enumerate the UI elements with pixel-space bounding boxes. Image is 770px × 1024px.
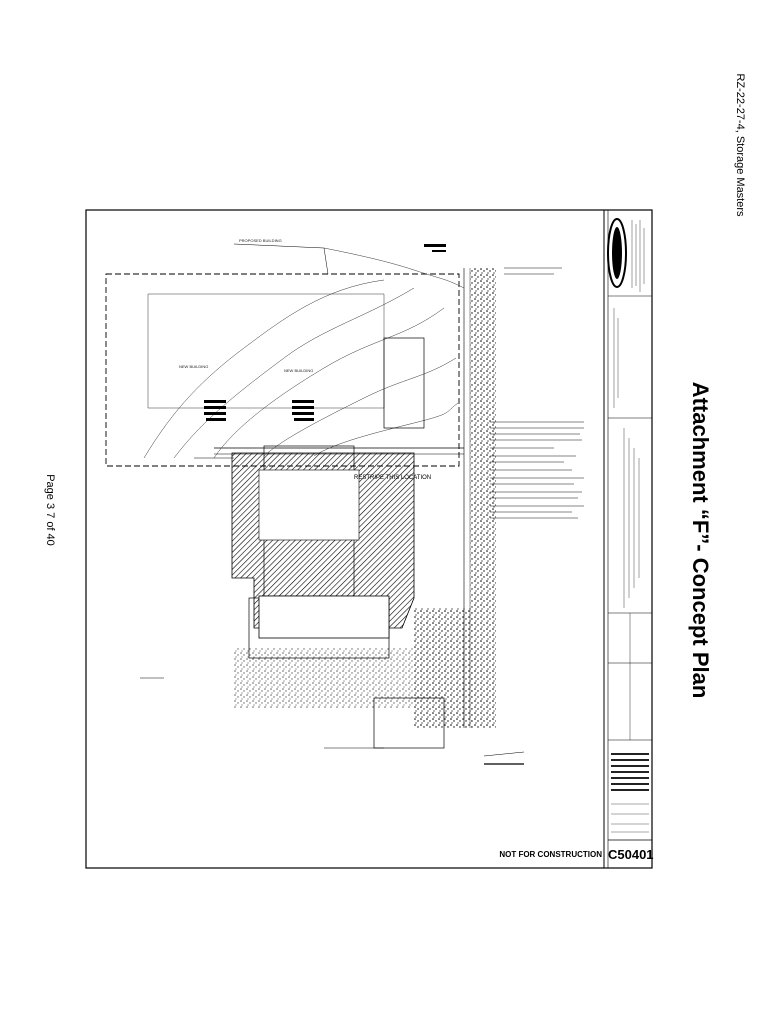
svg-text:NEW BUILDING: NEW BUILDING bbox=[179, 364, 208, 369]
sheet-number: C50401 bbox=[608, 847, 654, 862]
not-for-construction-stamp: NOT FOR CONSTRUCTION bbox=[499, 850, 602, 859]
header-reference: RZ-22-27-4, Storage Masters bbox=[734, 73, 746, 217]
restripe-note: RESTRIPE THIS LOCATION bbox=[354, 475, 432, 481]
svg-text:PROPOSED BUILDING: PROPOSED BUILDING bbox=[239, 238, 282, 243]
concept-plan-drawing: PROPOSED BUILDING NEW BUILDING NEW BUILD… bbox=[84, 208, 656, 872]
site-plan-graphic: PROPOSED BUILDING NEW BUILDING NEW BUILD… bbox=[85, 209, 653, 869]
attachment-title: Attachment “F”- Concept Plan bbox=[688, 381, 713, 699]
page-number: Page 3 7 of 40 bbox=[44, 474, 56, 546]
svg-text:NEW BUILDING: NEW BUILDING bbox=[284, 368, 313, 373]
